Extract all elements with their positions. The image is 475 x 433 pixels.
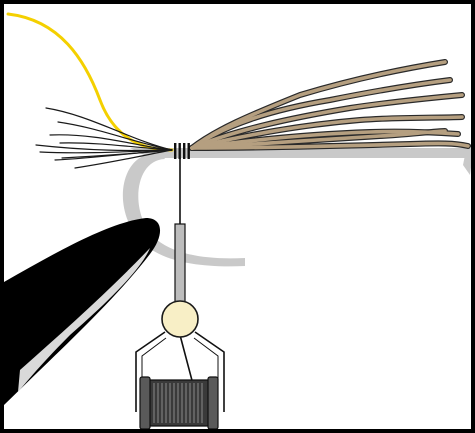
yellow-wire [6, 12, 174, 152]
thread-wraps [174, 143, 190, 159]
bobbin-arms [135, 331, 225, 412]
vise-jaw [4, 218, 161, 405]
bobbin [135, 223, 225, 429]
tail-fibers [189, 59, 471, 151]
bobbin-bead [161, 300, 199, 338]
vise-jaw-highlight [18, 248, 150, 392]
bobbin-tube [174, 223, 186, 309]
hook-shank [130, 148, 471, 162]
diagram-canvas [4, 12, 471, 429]
bobbin-spool [139, 376, 219, 429]
hackle-fibers [35, 107, 173, 169]
hook-barb [463, 150, 471, 175]
